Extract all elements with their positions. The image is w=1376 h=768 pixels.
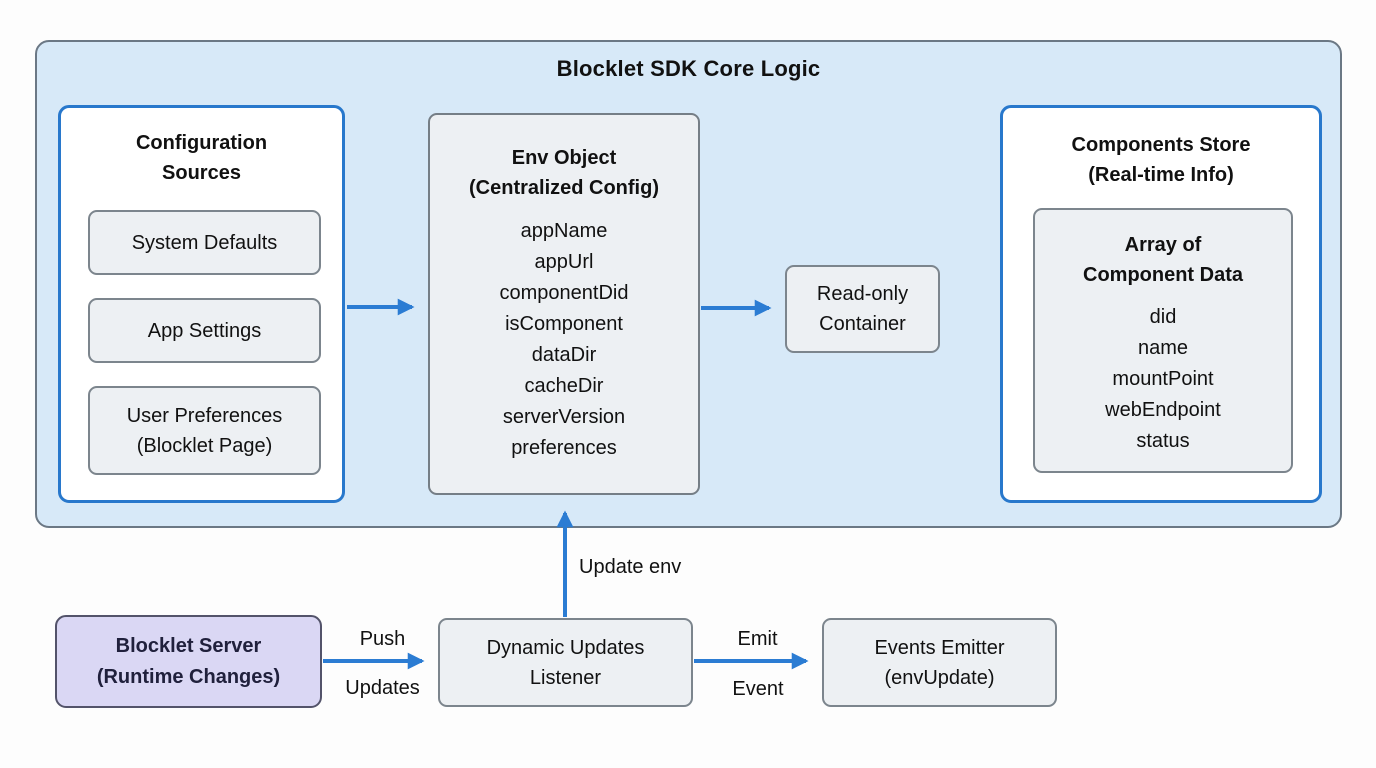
configuration-sources-title: Configuration Sources [135, 132, 268, 184]
system-defaults-box: System Defaults [88, 210, 321, 275]
app-settings-box: App Settings [88, 298, 321, 363]
components-store-title: Components Store (Real-time Info) [1071, 134, 1251, 186]
events-emitter-box: Events Emitter (envUpdate) [822, 618, 1057, 707]
env-object-fields: appName appUrl componentDid isComponent … [499, 220, 629, 459]
array-box-fields: did name mountPoint webEndpoint status [1105, 306, 1221, 452]
blocklet-server-box: Blocklet Server (Runtime Changes) [55, 615, 322, 708]
components-store-panel: Components Store (Real-time Info) Array … [1000, 105, 1322, 503]
push-arrow-label-bottom: Updates [345, 677, 420, 699]
array-of-component-data-box: Array of Component Data did name mountPo… [1033, 208, 1293, 473]
push-arrow-label-top: Push [359, 628, 406, 650]
read-only-container-box: Read-only Container [785, 265, 940, 353]
diagram-title: Blocklet SDK Core Logic [556, 56, 821, 81]
user-preferences-box: User Preferences (Blocklet Page) [88, 386, 321, 475]
configuration-sources-panel: Configuration Sources System Defaults Ap… [58, 105, 345, 503]
array-box-title: Array of Component Data [1083, 234, 1243, 286]
emit-arrow-label-top: Emit [737, 628, 778, 650]
update-env-arrow-label: Update env [579, 556, 682, 578]
env-object-box: Env Object (Centralized Config) appName … [428, 113, 700, 495]
env-object-title: Env Object (Centralized Config) [469, 147, 659, 199]
emit-arrow-label-bottom: Event [732, 678, 784, 700]
dynamic-updates-listener-box: Dynamic Updates Listener [438, 618, 693, 707]
